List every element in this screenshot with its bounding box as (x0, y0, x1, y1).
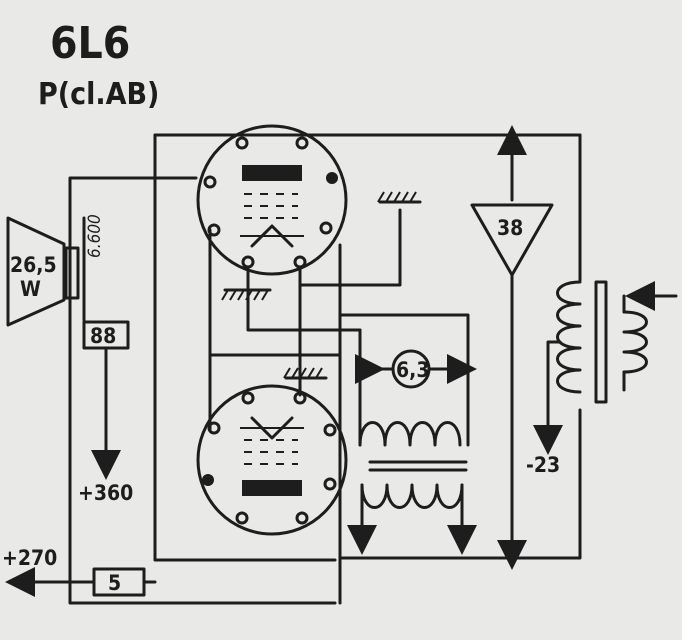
ground-icon (377, 191, 422, 204)
screen-resistor-label: 5 (108, 571, 121, 595)
screen-voltage-label: +270 (2, 546, 57, 570)
bias-voltage-label: -23 (526, 453, 560, 477)
speaker-power-label: 26,5 (10, 253, 57, 277)
tube-type-title: 6L6 (50, 18, 130, 69)
left-bus-wire (68, 176, 337, 605)
lower-tube-icon (196, 384, 348, 536)
bias-supply-arrow (533, 340, 563, 455)
input-transformer-label: 38 (497, 216, 523, 240)
plate-voltage-label: +360 (78, 481, 133, 505)
output-impedance-label: 6.600 (85, 214, 105, 258)
ground-icon (221, 270, 272, 301)
interstage-transformer-icon (556, 280, 648, 404)
ground-icon (283, 367, 328, 380)
upper-tube-icon (196, 124, 348, 276)
operating-class-subtitle: P(cl.AB) (38, 77, 159, 112)
speaker-unit-label: W (20, 277, 41, 301)
input-transformer-triangle (470, 203, 554, 277)
loudspeaker-icon: 26,5 W (6, 216, 80, 327)
heater-transformer-icon (358, 421, 468, 509)
inner-bus-wire (153, 133, 337, 562)
plate-resistor-label: 88 (90, 324, 116, 348)
heater-voltage-label: 6,3 (396, 358, 429, 382)
